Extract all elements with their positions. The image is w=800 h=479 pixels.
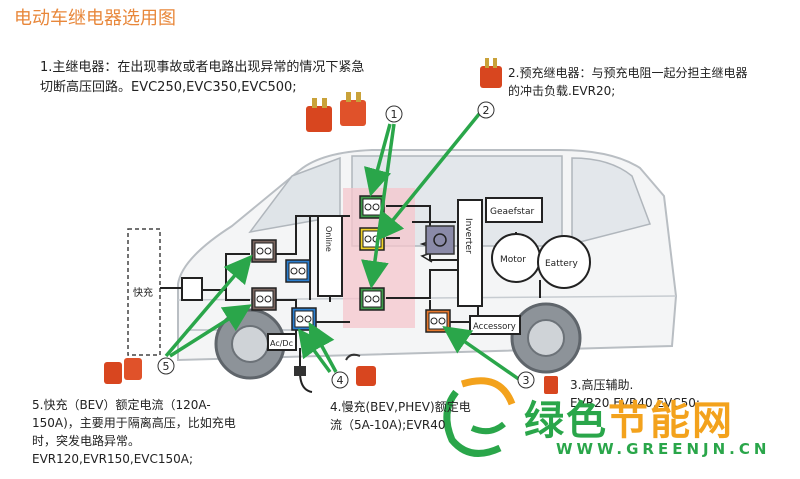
product-photo-slow-charge-relay xyxy=(345,353,376,386)
note-fast-charge-relay-line4: EVR120,EVR150,EVC150A; xyxy=(32,452,194,466)
note-main-relay-line1: 1.主继电器：在出现事故或者电路出现异常的情况下紧急 xyxy=(40,60,365,75)
svg-text:1: 1 xyxy=(391,108,398,121)
note-aux-relay-line2: EVR20,EVR40,EVC50; xyxy=(570,396,700,410)
charge-plug xyxy=(294,366,306,376)
product-photo-fast-charge-relay xyxy=(104,358,142,384)
inverter-box xyxy=(457,199,483,307)
callout-3: 3 xyxy=(517,371,535,389)
note-main-relay: 1.主继电器：在出现事故或者电路出现异常的情况下紧急 切断高压回路。EVC250… xyxy=(40,58,364,98)
inverter-label: Inverter xyxy=(463,218,473,254)
relay-orange xyxy=(425,309,451,333)
callout-2: 2 xyxy=(477,101,495,119)
note-precharge-relay-line2: 的冲击负载.EVR20; xyxy=(508,84,616,98)
note-slow-charge-relay: 4.慢充(BEV,PHEV)额定电 流（5A-10A);EVR40 xyxy=(330,398,471,434)
note-precharge-relay-line1: 2.预充继电器：与预充电阻一起分担主继电器 xyxy=(508,66,748,80)
product-photo-main-relay xyxy=(306,92,366,132)
note-main-relay-line2: 切断高压回路。EVC250,EVC350,EVC500; xyxy=(40,80,297,95)
motor-label: Motor xyxy=(500,255,526,265)
relay-brown-bottom xyxy=(251,287,277,311)
note-precharge-relay: 2.预充继电器：与预充电阻一起分担主继电器 的冲击负载.EVR20; xyxy=(508,64,747,100)
acdc-label: Ac/Dc xyxy=(270,339,293,348)
callout-1: 1 xyxy=(385,105,403,123)
note-fast-charge-relay-line3: 时，突发电路异常。 xyxy=(32,434,141,448)
watermark-logo-text-a: 绿色 xyxy=(524,398,608,444)
watermark-logo-text: 绿色节能网 xyxy=(524,388,734,446)
relay-brown-top xyxy=(251,239,277,263)
van-illustration xyxy=(177,149,678,380)
relay-blue-top xyxy=(285,259,311,283)
callout-5: 5 xyxy=(157,357,175,375)
relay-purple xyxy=(425,225,455,255)
note-aux-relay: 3.高压辅助. EVR20,EVR40,EVC50; xyxy=(570,376,700,412)
watermark-logo-text-b: 节能网 xyxy=(608,398,734,444)
note-slow-charge-relay-line2: 流（5A-10A);EVR40 xyxy=(330,418,446,432)
callout-arrows xyxy=(164,106,521,382)
online-label: Online xyxy=(324,226,333,252)
product-photo-precharge-relay xyxy=(480,58,502,88)
geaefstar-label: Geaefstar xyxy=(490,207,534,217)
note-aux-relay-line1: 3.高压辅助. xyxy=(570,378,634,392)
svg-text:3: 3 xyxy=(523,374,530,387)
relay-blue-bottom xyxy=(291,307,317,331)
accessory-box xyxy=(469,315,521,335)
relay-green-bottom xyxy=(359,287,385,311)
svg-text:5: 5 xyxy=(163,360,170,373)
eattery-circle xyxy=(537,235,591,289)
accessory-label: Accessory xyxy=(473,322,516,332)
eattery-label: Eattery xyxy=(545,259,578,269)
page-title: 电动车继电器选用图 xyxy=(14,8,176,29)
note-fast-charge-relay-line1: 5.快充（BEV）额定电流（120A- xyxy=(32,398,211,412)
fast-charge-label: 快充 xyxy=(133,286,153,299)
watermark-logo-icon xyxy=(443,377,516,457)
acdc-box xyxy=(267,333,297,351)
svg-text:4: 4 xyxy=(337,374,344,387)
watermark-url: WWW.GREENJN.CN xyxy=(556,440,771,458)
note-fast-charge-relay-line2: 150A)，主要用于隔离高压，比如充电 xyxy=(32,416,236,430)
geaefstar-box xyxy=(485,197,543,223)
online-battery-pack xyxy=(317,215,343,297)
callout-4: 4 xyxy=(331,371,349,389)
note-fast-charge-relay: 5.快充（BEV）额定电流（120A- 150A)，主要用于隔离高压，比如充电 … xyxy=(32,396,236,468)
product-photo-aux-relay xyxy=(544,376,558,394)
fast-charge-port-box xyxy=(127,228,161,356)
svg-text:2: 2 xyxy=(483,104,490,117)
note-slow-charge-relay-line1: 4.慢充(BEV,PHEV)额定电 xyxy=(330,400,471,414)
